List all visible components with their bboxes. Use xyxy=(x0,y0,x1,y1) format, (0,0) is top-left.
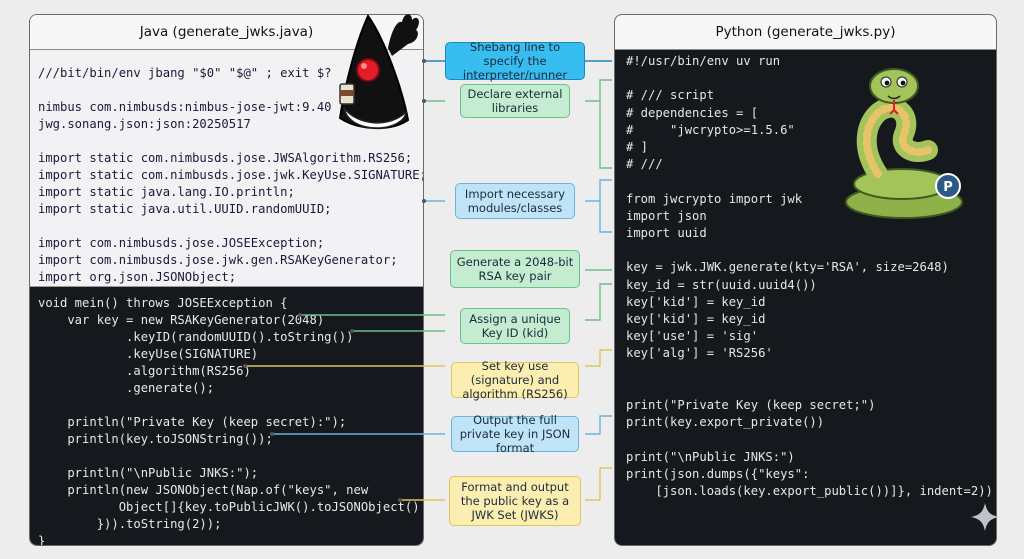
annotation-key-id: Assign a unique Key ID (kid) xyxy=(460,308,570,344)
sparkle-icon xyxy=(971,503,999,531)
annotation-shebang: Shebang line to specify the interpreter/… xyxy=(445,40,585,82)
annotation-jwks: Format and output the public key as a JW… xyxy=(449,476,581,526)
connector-jwks-python xyxy=(585,467,612,501)
python-snake-mascot-icon: P xyxy=(845,68,963,219)
java-header-section: ///bit/bin/env jbang "$0" "$@" ; exit $?… xyxy=(30,50,423,287)
connector-private-python xyxy=(585,415,612,435)
svg-text:P: P xyxy=(943,180,953,195)
python-code: #!/usr/bin/env uv run # /// script # dep… xyxy=(626,54,993,499)
java-body-code: void mein() throws JOSEException { var k… xyxy=(38,296,420,546)
java-panel-title: Java (generate_jwks.java) xyxy=(30,15,423,50)
annotation-imports: Import necessary modules/classes xyxy=(455,183,575,219)
annotation-generate-key: Generate a 2048-bit RSA key pair xyxy=(450,250,580,288)
java-header-code: ///bit/bin/env jbang "$0" "$@" ; exit $?… xyxy=(38,66,424,284)
annotation-key-use: Set key use (signature) and algorithm (R… xyxy=(451,359,579,401)
annotation-private-key: Output the full private key in JSON form… xyxy=(451,413,579,455)
java-duke-mascot-icon xyxy=(338,14,419,130)
connector-libs-python xyxy=(585,79,612,169)
java-body-section: void mein() throws JOSEException { var k… xyxy=(30,287,423,545)
connector-imports-python xyxy=(585,179,612,233)
python-code-panel: Python (generate_jwks.py) #!/usr/bin/env… xyxy=(614,14,997,546)
connector-keyuse-python xyxy=(585,349,612,367)
annotation-declare-libraries: Declare external libraries xyxy=(460,84,570,118)
connector-keyid-python xyxy=(585,283,612,321)
python-panel-title: Python (generate_jwks.py) xyxy=(615,15,996,50)
